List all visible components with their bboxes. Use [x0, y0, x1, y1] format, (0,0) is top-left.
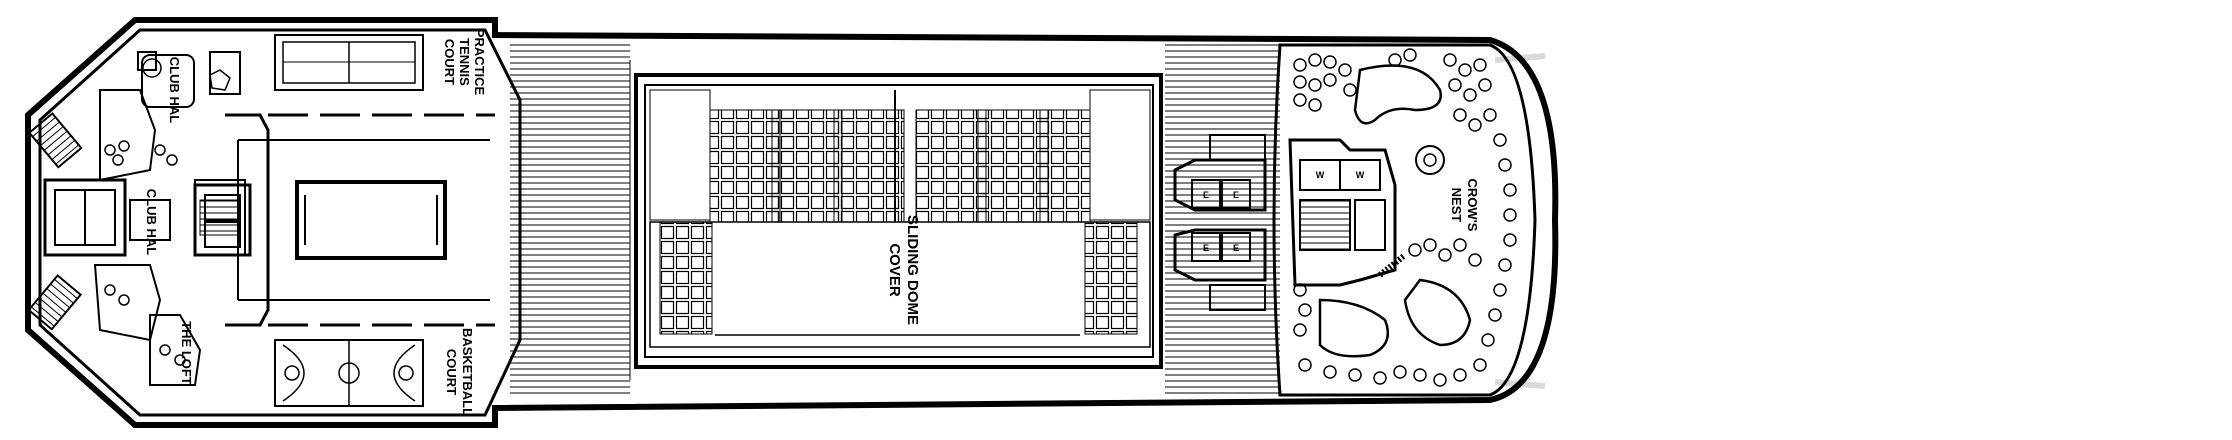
basketball-court-label: BASKETBALL COURT [444, 328, 475, 416]
svg-text:PRACTICE: PRACTICE [472, 29, 487, 96]
tennis-court [274, 34, 424, 91]
bow-side-stairs [27, 112, 83, 331]
elevator-mark: E [1233, 243, 1239, 253]
svg-text:COURT: COURT [442, 39, 457, 85]
basketball-court [274, 339, 424, 407]
club-hal-lower-label: CLUB HAL [144, 189, 159, 255]
svg-text:COURT: COURT [444, 349, 459, 395]
svg-text:TENNIS: TENNIS [457, 38, 472, 86]
club-hal-area [43, 51, 241, 386]
svg-text:NEST: NEST [1449, 188, 1464, 223]
elevator-mark: E [1233, 190, 1239, 200]
aft-elevator-block [1173, 134, 1267, 311]
svg-text:BASKETBALL: BASKETBALL [460, 328, 475, 416]
elevator-mark: E [1203, 190, 1209, 200]
deck-planking [510, 42, 1280, 398]
svg-text:CROW'S: CROW'S [1465, 179, 1480, 232]
restroom-mark: W [1356, 170, 1365, 180]
svg-text:COVER: COVER [886, 243, 903, 297]
restroom-mark: W [1316, 170, 1325, 180]
labels: PRACTICE TENNIS COURT CLUB HAL CLUB HAL … [144, 29, 1480, 416]
the-loft-label: THE LOFT [179, 321, 194, 385]
svg-text:SLIDING DOME: SLIDING DOME [904, 215, 921, 325]
sliding-dome-area [634, 73, 1163, 369]
facility-marks: E E E E W W [1203, 170, 1365, 253]
club-hal-upper-label: CLUB HAL [167, 57, 182, 123]
bow-stair-core [194, 179, 246, 256]
practice-tennis-court-label: PRACTICE TENNIS COURT [442, 29, 487, 96]
stern-haze [1494, 53, 1546, 389]
crows-nest-area [1272, 43, 1537, 397]
crows-nest-label: CROW'S NEST [1449, 179, 1480, 232]
elevator-mark: E [1203, 243, 1209, 253]
sliding-dome-cover-label: SLIDING DOME COVER [886, 215, 921, 325]
hull-outline [25, 17, 1559, 428]
central-court-area [193, 113, 495, 327]
